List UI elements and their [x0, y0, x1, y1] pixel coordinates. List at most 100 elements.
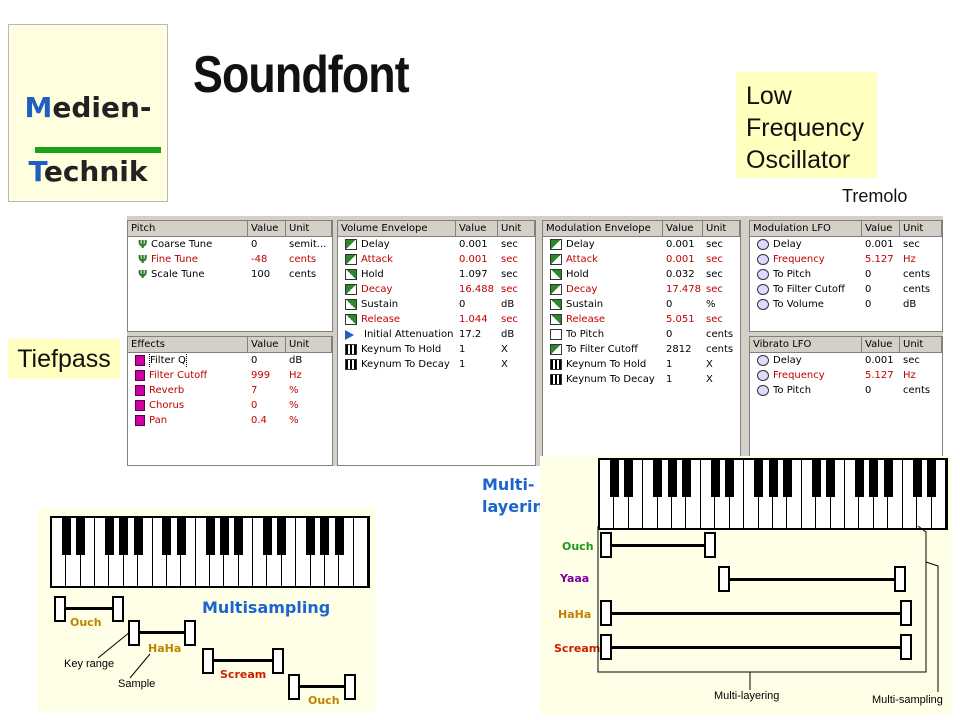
- param-value[interactable]: 1: [459, 344, 466, 355]
- column-header[interactable]: Vibrato LFO: [750, 337, 862, 352]
- param-value[interactable]: 0: [666, 329, 673, 340]
- param-value[interactable]: 0.001: [459, 254, 488, 265]
- envelope-icon: [345, 254, 357, 265]
- param-value[interactable]: 0.001: [666, 254, 695, 265]
- param-value[interactable]: 0: [459, 299, 466, 310]
- column-header[interactable]: Unit: [498, 221, 535, 236]
- column-header[interactable]: Unit: [286, 221, 332, 236]
- param-value[interactable]: -48: [251, 254, 268, 265]
- param-value[interactable]: 2812: [666, 344, 692, 355]
- param-value[interactable]: 5.127: [865, 370, 894, 381]
- param-value[interactable]: 0: [865, 269, 872, 280]
- param-value[interactable]: 0: [865, 299, 872, 310]
- param-value[interactable]: 0: [251, 239, 258, 250]
- column-header[interactable]: Pitch: [128, 221, 248, 236]
- param-value[interactable]: 17.2: [459, 329, 482, 340]
- param-value[interactable]: 1: [666, 374, 673, 385]
- column-header[interactable]: Value: [248, 337, 286, 352]
- column-header[interactable]: Volume Envelope: [338, 221, 456, 236]
- param-value[interactable]: 1: [666, 359, 673, 370]
- param-value[interactable]: 17.478: [666, 284, 701, 295]
- column-header[interactable]: Unit: [286, 337, 332, 352]
- column-header[interactable]: Value: [456, 221, 498, 236]
- column-header[interactable]: Modulation Envelope: [543, 221, 663, 236]
- tuning-fork-icon: Ψ: [138, 269, 147, 280]
- column-header[interactable]: Value: [862, 221, 900, 236]
- param-value[interactable]: 7: [251, 385, 258, 396]
- param-value[interactable]: 0: [865, 284, 872, 295]
- param-value[interactable]: 0.4: [251, 415, 267, 426]
- param-value[interactable]: 5.127: [865, 254, 894, 265]
- param-value[interactable]: 0: [251, 355, 258, 366]
- param-value[interactable]: 0: [865, 385, 872, 396]
- column-header[interactable]: Value: [862, 337, 900, 352]
- param-value[interactable]: 0: [666, 299, 673, 310]
- param-value[interactable]: 0.001: [666, 239, 695, 250]
- param-value[interactable]: 0.001: [865, 239, 894, 250]
- column-header[interactable]: Effects: [128, 337, 248, 352]
- param-value[interactable]: 16.488: [459, 284, 494, 295]
- param-name: To Pitch: [773, 269, 812, 280]
- param-value[interactable]: 0: [251, 400, 258, 411]
- column-header[interactable]: Unit: [900, 221, 942, 236]
- white-key: [282, 518, 297, 586]
- param-name-cell: Keynum To Decay: [338, 357, 456, 372]
- param-value[interactable]: 0.001: [459, 239, 488, 250]
- param-name: Sustain: [361, 299, 399, 310]
- column-header[interactable]: Unit: [703, 221, 740, 236]
- param-value[interactable]: 1.044: [459, 314, 488, 325]
- column-header[interactable]: Value: [663, 221, 703, 236]
- param-value[interactable]: 1: [459, 359, 466, 370]
- white-key: [730, 460, 745, 528]
- column-header[interactable]: Value: [248, 221, 286, 236]
- column-header[interactable]: Modulation LFO: [750, 221, 862, 236]
- param-value[interactable]: 100: [251, 269, 271, 280]
- param-value[interactable]: 0.001: [865, 355, 894, 366]
- param-value[interactable]: 0.032: [666, 269, 695, 280]
- param-value[interactable]: 5.051: [666, 314, 695, 325]
- tuning-fork-icon: Ψ: [138, 254, 147, 265]
- param-value[interactable]: 1.097: [459, 269, 488, 280]
- splitter[interactable]: [743, 216, 751, 466]
- white-key: [339, 518, 354, 586]
- param-value[interactable]: 999: [251, 370, 271, 381]
- column-header[interactable]: Unit: [900, 337, 942, 352]
